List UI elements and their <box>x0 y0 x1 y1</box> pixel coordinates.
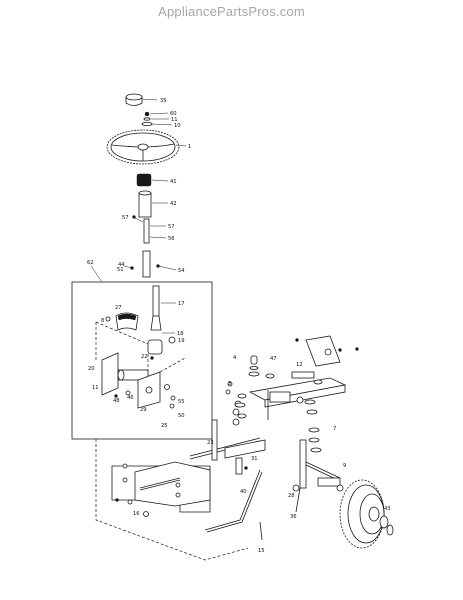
callout-57-left: 57 <box>122 215 129 221</box>
steering-adapter <box>136 173 169 187</box>
leader-line <box>95 439 249 561</box>
callout-46: 46 <box>127 395 134 401</box>
callout-28: 28 <box>288 493 295 499</box>
steering-wheel <box>106 129 187 165</box>
callout-12: 12 <box>296 362 303 368</box>
callout-41: 41 <box>170 179 177 185</box>
left-spindle-hardware <box>234 355 275 419</box>
steering-shaft <box>150 285 176 331</box>
axle-beam <box>248 377 347 420</box>
callout-42: 42 <box>170 201 177 207</box>
callout-8: 8 <box>101 318 104 324</box>
callout-25: 25 <box>161 423 168 429</box>
callout-20: 20 <box>88 366 95 372</box>
callout-11: 11 <box>171 117 178 123</box>
watermark: AppliancePartsPros.com <box>158 4 305 19</box>
callout-29: 29 <box>140 407 147 413</box>
callout-43: 43 <box>384 506 391 512</box>
callout-3: 3 <box>228 381 231 387</box>
callout-54: 54 <box>178 268 185 274</box>
callout-47: 47 <box>270 356 277 362</box>
callout-9: 9 <box>343 463 346 469</box>
frame-bracket <box>111 461 211 517</box>
callout-22: 22 <box>141 354 148 360</box>
pinion-gear <box>147 332 176 360</box>
steering-shaft-extension <box>123 250 177 278</box>
callout-60: 60 <box>170 111 177 117</box>
front-wheel <box>339 479 394 549</box>
callout-35: 35 <box>160 98 167 104</box>
callout-51: 51 <box>117 267 124 273</box>
callout-44: 44 <box>118 262 125 268</box>
callout-labels: 35 60 11 10 1 41 42 57 57 56 44 51 54 62… <box>87 98 391 554</box>
callout-36: 36 <box>290 514 297 520</box>
callout-50: 50 <box>178 413 185 419</box>
callout-23: 23 <box>207 440 214 446</box>
callout-40: 40 <box>240 489 247 495</box>
callout-48: 48 <box>113 398 120 404</box>
detail-box <box>71 265 213 440</box>
steering-cap <box>125 93 158 106</box>
upper-steering-shaft <box>132 215 167 244</box>
callout-15: 15 <box>258 548 265 554</box>
callout-19: 19 <box>178 338 185 344</box>
callout-31: 31 <box>251 456 258 462</box>
callout-10: 10 <box>174 123 181 129</box>
callout-11-box: 11 <box>92 385 99 391</box>
callout-57-right: 57 <box>168 224 175 230</box>
callout-1: 1 <box>188 144 191 150</box>
callout-18: 18 <box>177 331 184 337</box>
callout-7: 7 <box>333 426 336 432</box>
bushing <box>138 190 168 218</box>
callout-4: 4 <box>233 355 237 361</box>
tie-rod-bracket <box>291 335 359 379</box>
callout-27: 27 <box>115 305 122 311</box>
callout-62: 62 <box>87 260 94 266</box>
callout-55: 55 <box>178 399 185 405</box>
steering-bracket <box>95 321 186 409</box>
cap-hardware <box>141 111 173 127</box>
sector-gear <box>105 312 139 331</box>
right-spindle <box>292 379 344 513</box>
callout-17: 17 <box>178 301 185 307</box>
callout-56: 56 <box>168 236 175 242</box>
callout-16: 16 <box>133 511 140 517</box>
